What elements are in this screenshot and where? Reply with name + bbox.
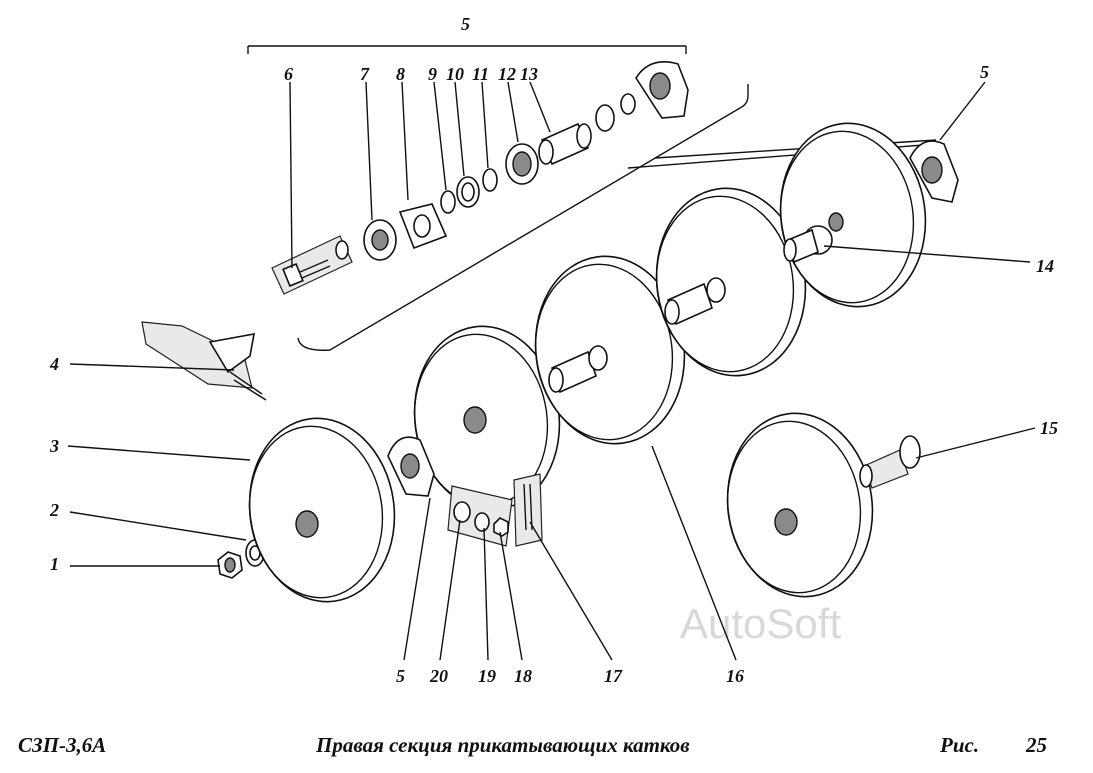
bearing-housing-right — [909, 140, 959, 203]
figure-number: 25 — [1025, 733, 1047, 757]
callout-5-bottom: 5 — [396, 666, 405, 686]
callout-15: 15 — [1040, 418, 1058, 438]
roller-disc-lower-right — [726, 412, 874, 598]
leader-lines — [67, 81, 1036, 661]
bearing-assembly-parts — [271, 61, 689, 295]
callout-3: 3 — [49, 436, 59, 456]
assembly-bracket — [247, 45, 687, 54]
figure-caption: Правая секция прикатывающих катков — [315, 733, 690, 757]
ring-19 — [474, 512, 490, 532]
roller-disc-upper — [655, 187, 807, 377]
callout-9: 9 — [428, 64, 437, 84]
cotter-pin-17 — [513, 473, 543, 547]
callout-14: 14 — [1036, 256, 1054, 276]
callout-5-top: 5 — [461, 14, 470, 34]
callout-13: 13 — [520, 64, 538, 84]
callout-labels: 5 6 7 8 9 10 11 12 13 5 4 3 2 1 14 15 5 … — [49, 14, 1058, 686]
model-designation: СЗП-3,6А — [18, 733, 106, 757]
callout-11: 11 — [472, 64, 489, 84]
callout-10: 10 — [446, 64, 464, 84]
callout-19: 19 — [478, 666, 496, 686]
callout-8: 8 — [396, 64, 405, 84]
figure-label: Рис. — [939, 733, 979, 757]
callout-16: 16 — [726, 666, 744, 686]
callout-7: 7 — [360, 64, 370, 84]
watermark-text: AutoSoft — [680, 600, 841, 647]
nut-and-washer — [217, 539, 265, 579]
exploded-view-boundary — [297, 84, 749, 351]
frame-bracket-4 — [141, 321, 267, 401]
bearing-housing-lower — [387, 436, 435, 497]
figure-footer: СЗП-3,6А Правая секция прикатывающих кат… — [18, 733, 1047, 757]
nut-18 — [493, 517, 509, 537]
callout-6: 6 — [284, 64, 293, 84]
roller-disc-rear — [779, 122, 927, 308]
callout-18: 18 — [514, 666, 532, 686]
callout-5-right: 5 — [980, 62, 989, 82]
roller-disc-16 — [534, 255, 686, 445]
callout-2: 2 — [49, 500, 59, 520]
callout-20: 20 — [429, 666, 448, 686]
washer-20 — [453, 501, 471, 523]
callout-4: 4 — [49, 354, 59, 374]
callout-17: 17 — [604, 666, 623, 686]
axle-15 — [859, 435, 921, 489]
small-parts-18-20 — [447, 485, 513, 547]
washer-9 — [440, 190, 456, 214]
roller-disc-3 — [248, 417, 396, 603]
callout-12: 12 — [498, 64, 516, 84]
callout-1: 1 — [50, 554, 59, 574]
ring-11 — [482, 168, 498, 192]
